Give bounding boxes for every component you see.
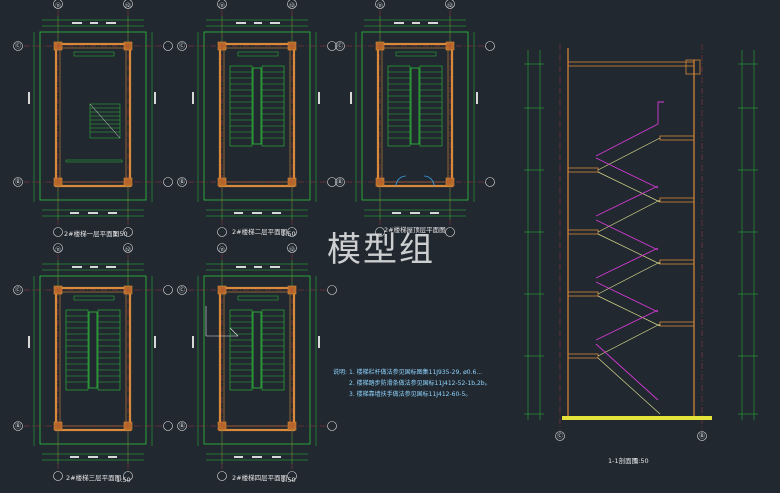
- plan3-axis-side-b: Ⓑ: [337, 178, 343, 186]
- notes-label: 说明:: [333, 368, 347, 376]
- plan4-scale: 1:50: [116, 476, 131, 484]
- plan-first-floor: [12, 0, 174, 238]
- plan5-scale: 1:50: [281, 476, 296, 484]
- plan4-axis-top-a: ⑪: [55, 246, 61, 254]
- plan5-axis-side-c: Ⓒ: [179, 286, 185, 294]
- plan2-title: 2#楼梯二层平面图: [232, 227, 287, 236]
- plan3-axis-top-a: ⑪: [377, 2, 383, 10]
- first-floor-stair: [65, 103, 123, 163]
- stair-flights: [597, 137, 661, 415]
- plan4-title: 2#楼梯三层平面图: [66, 473, 121, 482]
- note-3: 3. 楼梯靠墙扶手做法参见国标11J412-60-5。: [349, 390, 471, 398]
- plan1-scale: 1:50: [113, 230, 128, 238]
- plan-third-floor: [12, 242, 174, 482]
- section-1-1: [524, 44, 758, 441]
- plan4-axis-side-b: Ⓑ: [15, 422, 21, 430]
- plan-second-floor: [176, 0, 338, 238]
- plan4-axis-side-c: Ⓒ: [15, 286, 21, 294]
- plan-roof-floor: [334, 0, 496, 238]
- note-1: 1. 楼梯栏杆做法参见国标图集11J935-29, ø0.6...: [349, 368, 482, 376]
- plan5-axis-side-b: Ⓑ: [179, 422, 185, 430]
- plan5-axis-top-a: ⑪: [219, 246, 225, 254]
- watermark: 模型组: [327, 230, 435, 270]
- plan3-title: 2#楼梯屋顶层平面图: [384, 225, 446, 234]
- plan2-axis-side-c: Ⓒ: [179, 42, 185, 50]
- plan2-axis-top-a: ⑪: [219, 2, 225, 10]
- section-axis-b: Ⓑ: [699, 432, 705, 440]
- roof-door: [395, 175, 435, 187]
- plan1-axis-top-a: ⑪: [55, 2, 61, 10]
- ucs-icon: [205, 306, 239, 337]
- plan2-scale: 1:50: [281, 230, 296, 238]
- plan-fourth-floor: [176, 242, 338, 482]
- plan3-axis-side-c: Ⓒ: [337, 42, 343, 50]
- plan1-title: 2#楼梯一层平面图: [64, 229, 119, 238]
- plan1-axis-side-c: Ⓒ: [15, 42, 21, 50]
- plan4-axis-top-b: ⑫: [125, 246, 131, 254]
- note-2: 2. 楼梯踏步防滑条做法参见国标11J412-52-1b,2b。: [349, 379, 491, 387]
- plan5-title: 2#楼梯四层平面图: [232, 473, 287, 482]
- plan5-axis-top-b: ⑫: [289, 246, 295, 254]
- handrails: [595, 101, 664, 401]
- plan1-axis-top-b: ⑫: [125, 2, 131, 10]
- section-scale: 1:50: [634, 457, 649, 465]
- plan2-axis-side-b: Ⓑ: [179, 178, 185, 186]
- section-title: 1-1剖面图: [608, 456, 638, 465]
- plan1-axis-side-b: Ⓑ: [15, 178, 21, 186]
- plan2-axis-top-b: ⑫: [289, 2, 295, 10]
- section-axis-c: Ⓒ: [557, 432, 563, 440]
- plan3-axis-top-b: ⑫: [447, 2, 453, 10]
